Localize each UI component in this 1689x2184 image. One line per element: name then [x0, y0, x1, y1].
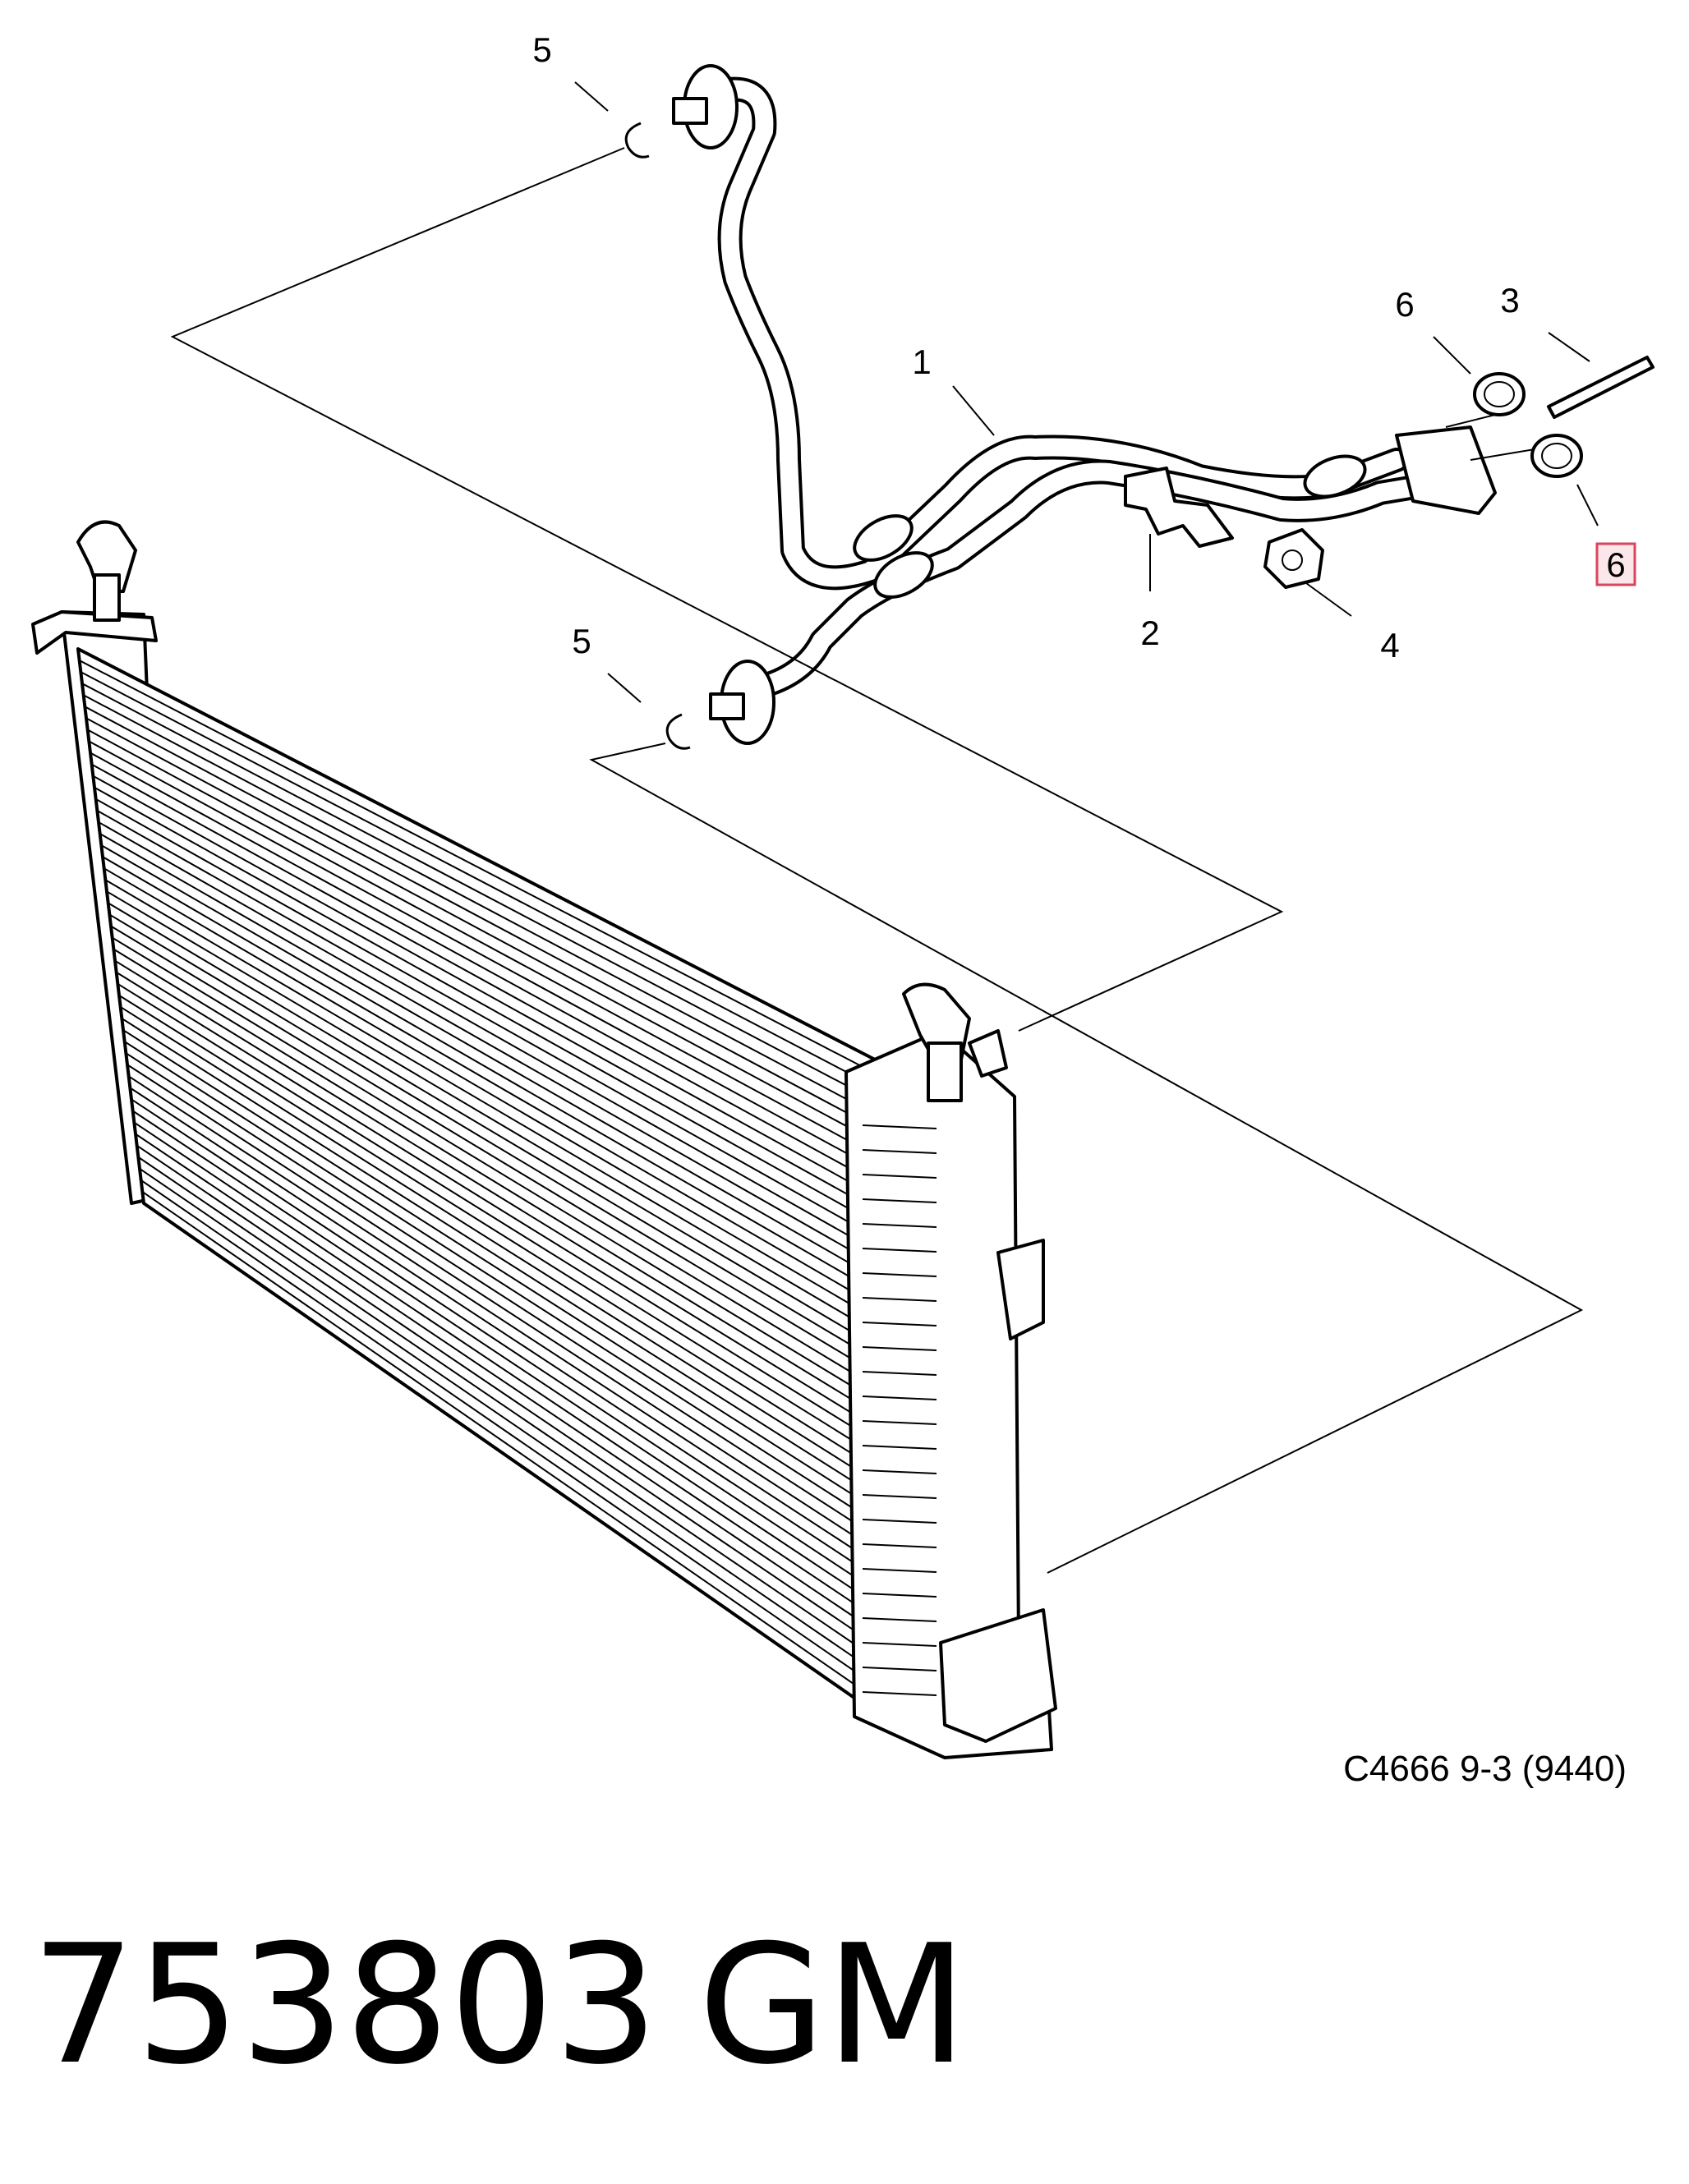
fin-line — [102, 856, 881, 1308]
fin-line — [131, 1098, 886, 1598]
fin-line — [108, 913, 881, 1377]
highlight-box — [1595, 542, 1636, 586]
fin-line — [90, 752, 878, 1184]
fin-line — [98, 821, 880, 1267]
fin-line — [110, 925, 882, 1391]
fin-line — [129, 1087, 886, 1584]
fin-line — [118, 995, 883, 1474]
tank-rib — [862, 1494, 937, 1499]
fin-line — [112, 936, 882, 1405]
tank-rib — [862, 1642, 937, 1647]
tank-rib — [862, 1297, 937, 1302]
fin-line — [141, 1191, 888, 1708]
tank-rib — [862, 1124, 937, 1129]
tank-rib — [862, 1420, 937, 1425]
radiator-core-fins — [79, 660, 888, 1708]
fin-line — [100, 844, 880, 1294]
fin-line — [104, 879, 881, 1336]
fin-line — [95, 798, 879, 1239]
fin-line — [137, 1156, 887, 1667]
assembly-lines — [170, 147, 1584, 1574]
tank-rib — [862, 1617, 937, 1622]
callout-6-highlighted: 6 — [1606, 545, 1625, 584]
brand-label: GM — [698, 1910, 968, 2101]
fin-line — [121, 1018, 884, 1501]
tank-rib — [862, 1568, 937, 1573]
tank-rib — [862, 1223, 937, 1228]
fin-line — [79, 660, 876, 1074]
tank-rib — [862, 1667, 937, 1671]
fin-line — [80, 671, 877, 1088]
fin-line — [106, 890, 881, 1350]
fin-line — [135, 1133, 886, 1639]
fin-line — [104, 867, 881, 1322]
tank-rib — [862, 1174, 937, 1179]
tank-rib — [862, 1469, 937, 1474]
fin-line — [84, 706, 877, 1129]
part-number: 753803 — [31, 1910, 658, 2101]
fin-line — [87, 729, 877, 1157]
fin-line — [81, 683, 877, 1102]
tank-rib — [862, 1371, 937, 1376]
tank-rib — [862, 1691, 937, 1696]
fin-line — [99, 833, 880, 1281]
clamp — [1124, 467, 1234, 548]
tank-rib — [862, 1248, 937, 1253]
fin-line — [133, 1121, 886, 1625]
fin-line — [136, 1144, 886, 1653]
callout-4: 4 — [1380, 626, 1399, 664]
callout-1: 1 — [912, 343, 931, 381]
nut — [1263, 528, 1324, 589]
circlip-mid — [665, 713, 691, 750]
fin-line — [120, 1006, 884, 1487]
fin-line — [128, 1075, 886, 1570]
callout-5-mid: 5 — [572, 622, 591, 660]
stud-bolt — [1547, 356, 1654, 419]
tank-rib — [862, 1519, 937, 1524]
tank-rib — [862, 1322, 937, 1326]
diagram-caption: C4666 9-3 (9440) — [1343, 1749, 1627, 1789]
tank-rib — [862, 1149, 937, 1154]
tank-rib — [862, 1346, 937, 1351]
seal-ring-right — [1530, 434, 1583, 478]
fin-line — [94, 786, 879, 1226]
tank-rib — [862, 1198, 937, 1203]
oil-cooler-lines — [672, 64, 1545, 745]
fin-line — [114, 959, 882, 1432]
callout-6-top: 6 — [1395, 285, 1414, 324]
tank-rib — [862, 1395, 937, 1400]
seal-ring-top — [1473, 372, 1526, 416]
tank-rib — [862, 1593, 937, 1598]
fin-line — [83, 694, 877, 1115]
radiator-tank-ribs — [862, 1124, 937, 1696]
tank-rib — [862, 1445, 937, 1450]
fin-line — [91, 763, 878, 1198]
fin-line — [117, 982, 883, 1460]
callout-3: 3 — [1500, 281, 1519, 320]
fin-line — [108, 902, 881, 1363]
fin-line — [139, 1167, 887, 1681]
fin-line — [96, 810, 879, 1253]
fin-line — [88, 740, 877, 1171]
fin-line — [122, 1029, 884, 1515]
tank-rib — [862, 1543, 937, 1548]
radiator — [31, 520, 1057, 1759]
leader-lines — [574, 81, 1599, 703]
fin-line — [116, 971, 883, 1446]
circlip-top — [624, 122, 650, 159]
fin-line — [113, 948, 882, 1418]
fin-line — [132, 1110, 886, 1612]
callout-5-top: 5 — [532, 30, 551, 69]
fin-line — [127, 1064, 885, 1556]
fin-line — [140, 1179, 887, 1694]
tank-rib — [862, 1272, 937, 1277]
fin-line — [125, 1052, 885, 1543]
fin-line — [92, 775, 878, 1212]
callout-2: 2 — [1140, 614, 1159, 652]
fin-line — [124, 1041, 885, 1529]
fin-line — [85, 717, 877, 1143]
